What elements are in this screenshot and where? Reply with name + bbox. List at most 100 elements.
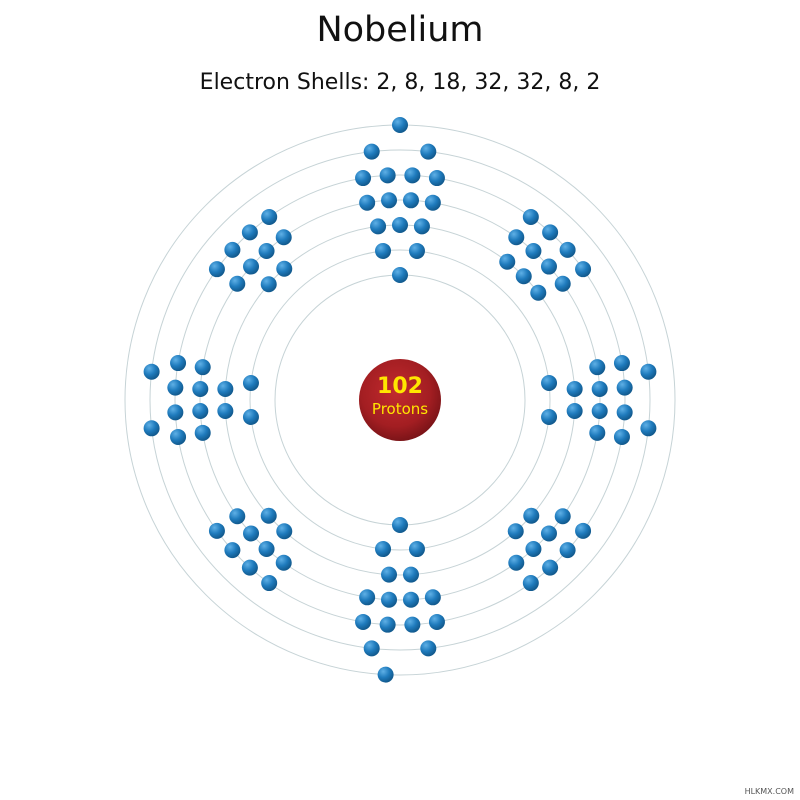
proton-count: 102 xyxy=(377,374,423,399)
electron xyxy=(167,404,184,421)
electron xyxy=(554,275,571,292)
electron xyxy=(559,542,576,559)
electron xyxy=(559,241,576,258)
electron xyxy=(224,241,241,258)
electron xyxy=(589,359,606,376)
electron xyxy=(258,540,275,557)
electron xyxy=(499,253,516,270)
electron xyxy=(275,229,292,246)
electron xyxy=(379,167,396,184)
electron xyxy=(363,640,380,657)
electron xyxy=(224,542,241,559)
electron xyxy=(413,218,430,235)
electron xyxy=(402,192,419,209)
electron xyxy=(428,170,445,187)
electron xyxy=(575,261,592,278)
electron xyxy=(241,559,258,576)
electron xyxy=(242,408,259,425)
electron xyxy=(370,218,387,235)
electron xyxy=(404,616,421,633)
electron xyxy=(260,276,277,293)
electron xyxy=(420,640,437,657)
electron xyxy=(420,143,437,160)
electron xyxy=(167,379,184,396)
electron xyxy=(355,170,372,187)
electron xyxy=(508,229,525,246)
electron xyxy=(170,428,187,445)
proton-label: Protons xyxy=(372,400,428,418)
electron xyxy=(525,540,542,557)
electron xyxy=(363,143,380,160)
electron xyxy=(192,402,209,419)
electron xyxy=(591,381,608,398)
electron xyxy=(260,507,277,524)
electron xyxy=(408,242,425,259)
electron xyxy=(554,508,571,525)
electron xyxy=(613,355,630,372)
electron xyxy=(217,381,234,398)
electron xyxy=(276,260,293,277)
electron xyxy=(522,208,539,225)
electron-shells-label: Electron Shells: 2, 8, 18, 32, 32, 8, 2 xyxy=(199,70,601,95)
electron xyxy=(379,616,396,633)
electron xyxy=(640,363,657,380)
electron xyxy=(359,194,376,211)
electron xyxy=(143,363,160,380)
electron xyxy=(541,408,558,425)
electron xyxy=(640,420,657,437)
electron xyxy=(194,359,211,376)
electron xyxy=(408,541,425,558)
electron xyxy=(243,525,260,542)
electron xyxy=(377,666,394,683)
electron xyxy=(217,402,234,419)
orbit-ring xyxy=(149,149,651,651)
electron xyxy=(243,258,260,275)
electron xyxy=(540,258,557,275)
electron xyxy=(523,507,540,524)
electron xyxy=(229,275,246,292)
electron xyxy=(229,508,246,525)
electron xyxy=(540,525,557,542)
electron xyxy=(276,523,293,540)
electron xyxy=(241,224,258,241)
electron xyxy=(392,517,408,533)
orbit-ring xyxy=(199,199,601,601)
electron xyxy=(208,522,225,539)
electron xyxy=(381,192,398,209)
electron xyxy=(541,375,558,392)
electron xyxy=(542,224,559,241)
orbit-ring xyxy=(174,174,626,626)
electron xyxy=(507,523,524,540)
element-name: Nobelium xyxy=(316,10,484,50)
electron xyxy=(404,167,421,184)
electron xyxy=(424,194,441,211)
electron xyxy=(170,355,187,372)
electron xyxy=(508,554,525,571)
electron xyxy=(381,566,398,583)
electron xyxy=(258,243,275,260)
electron xyxy=(428,613,445,630)
electron xyxy=(242,375,259,392)
electron xyxy=(208,261,225,278)
nucleus-circle xyxy=(359,359,441,441)
electron xyxy=(402,591,419,608)
electron xyxy=(192,381,209,398)
electron xyxy=(613,428,630,445)
electron xyxy=(522,575,539,592)
electron xyxy=(589,424,606,441)
electron xyxy=(616,379,633,396)
electron xyxy=(566,402,583,419)
electron xyxy=(424,589,441,606)
electron xyxy=(542,559,559,576)
electron xyxy=(143,420,160,437)
electron xyxy=(392,117,408,133)
electron xyxy=(381,591,398,608)
electron xyxy=(616,404,633,421)
electron xyxy=(515,268,532,285)
electrons xyxy=(143,117,657,683)
electron xyxy=(525,243,542,260)
electron xyxy=(194,424,211,441)
electron xyxy=(355,613,372,630)
electron xyxy=(359,589,376,606)
